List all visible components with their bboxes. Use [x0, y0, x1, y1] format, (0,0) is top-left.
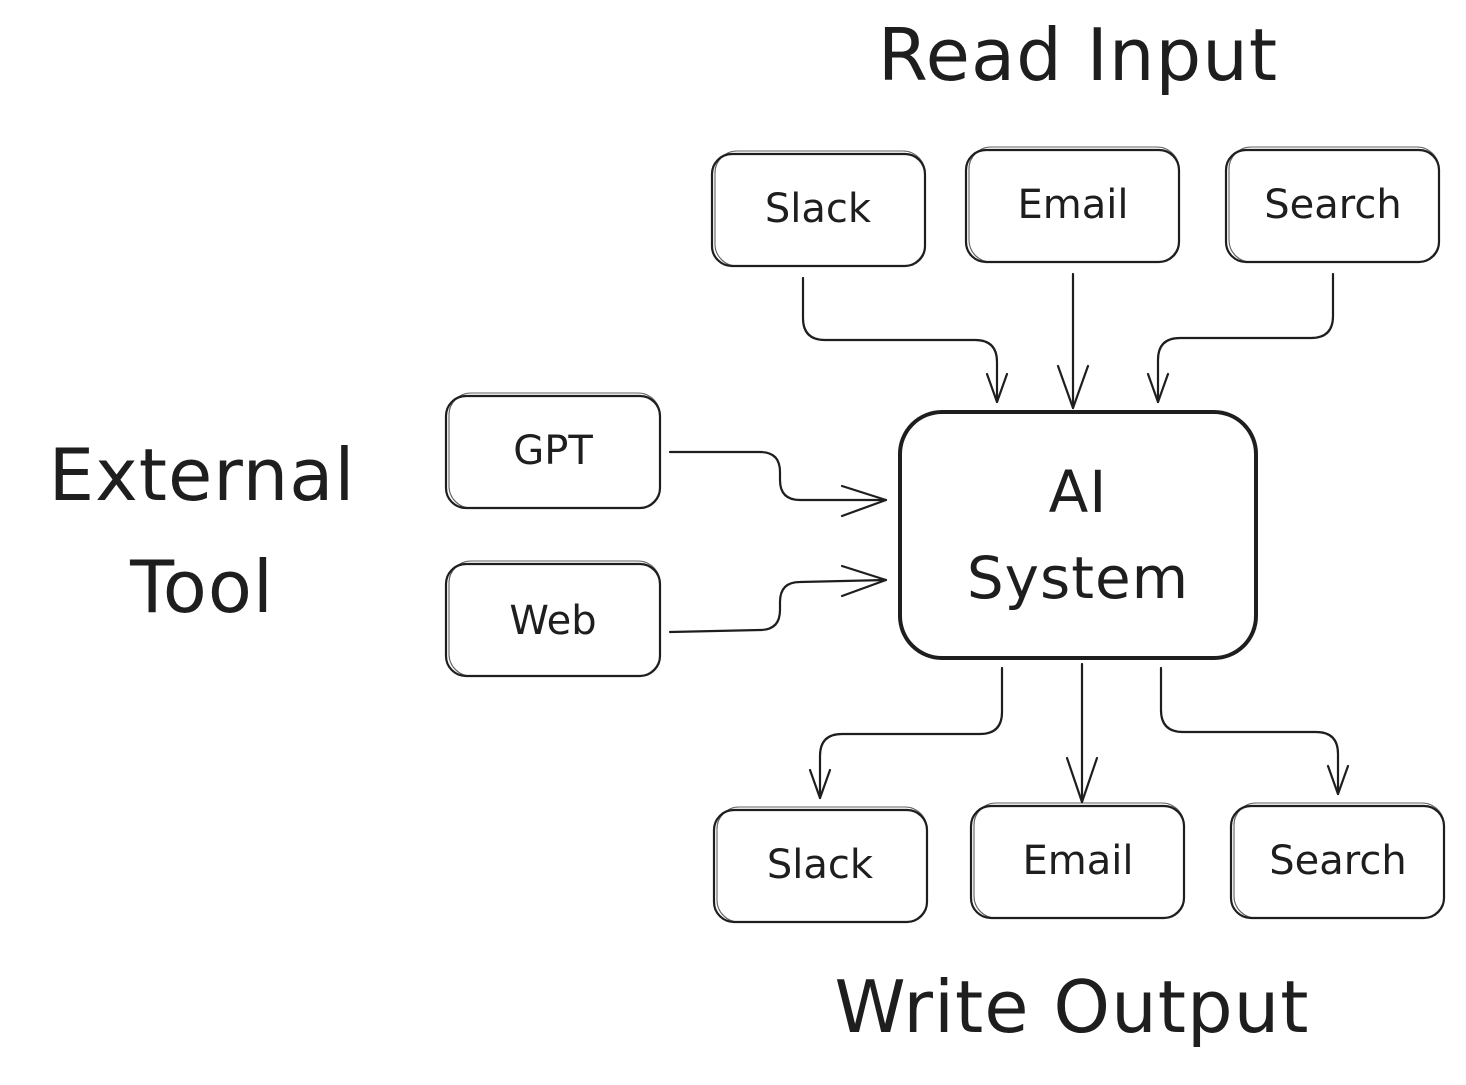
input-box-search[interactable]: Search [1224, 146, 1441, 264]
output-box-email[interactable]: Email [969, 802, 1186, 920]
write-output-heading: Write Output [834, 965, 1309, 1049]
arrow-web-to-ai [668, 564, 888, 634]
arrow-slack-to-ai [801, 276, 1009, 404]
ai-system-label-line2: System [967, 544, 1189, 612]
input-box-label: Slack [765, 186, 872, 232]
output-box-label: Email [1023, 838, 1134, 884]
input-box-email[interactable]: Email [964, 146, 1181, 264]
input-box-label: Email [1018, 182, 1129, 228]
tool-box-label: Web [509, 598, 596, 644]
input-box-slack[interactable]: Slack [710, 150, 927, 268]
arrow-gpt-to-ai [668, 450, 888, 518]
input-box-label: Search [1264, 182, 1401, 228]
external-tool-heading-line2: Tool [129, 545, 274, 629]
output-box-label: Search [1269, 838, 1406, 884]
arrow-ai-to-slack [808, 666, 1004, 800]
arrow-ai-to-search [1159, 666, 1350, 796]
output-box-slack[interactable]: Slack [712, 806, 929, 924]
tool-box-gpt[interactable]: GPT [444, 392, 662, 510]
read-input-heading: Read Input [878, 13, 1278, 97]
tool-box-label: GPT [513, 428, 593, 474]
output-box-search[interactable]: Search [1229, 802, 1446, 920]
arrow-search-to-ai [1146, 272, 1335, 404]
ai-system-label-line1: AI [1049, 458, 1108, 526]
tool-box-web[interactable]: Web [444, 560, 662, 678]
arrow-ai-to-email [1065, 662, 1099, 804]
ai-system-box[interactable]: AI System [898, 410, 1258, 660]
output-box-label: Slack [767, 842, 874, 888]
external-tool-heading-line1: External [49, 433, 356, 517]
arrow-email-to-ai [1056, 272, 1090, 410]
